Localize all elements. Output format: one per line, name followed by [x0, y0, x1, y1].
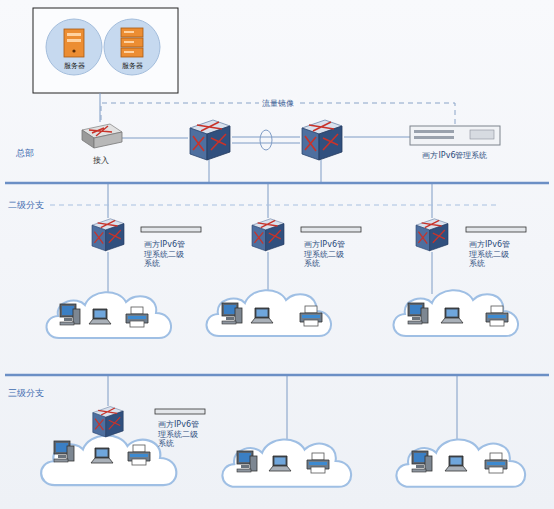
branch-appliance: 画方IPv6管理系统二级系统 [300, 225, 362, 279]
section-band [5, 182, 549, 185]
hq-appliance [410, 126, 500, 145]
wire [344, 137, 410, 138]
appliance-slot [414, 130, 454, 133]
laptop-icon [441, 308, 463, 323]
branch-appliance: 画方IPv6管理系统二级系统 [465, 225, 527, 279]
section-label: 总部 [16, 147, 34, 160]
server-bay [67, 33, 81, 36]
server-body [64, 29, 84, 57]
wire [108, 375, 109, 406]
management-appliance: 画方IPv6管理系统 [405, 124, 505, 168]
appliance-slot [414, 136, 454, 139]
printer-icon [300, 306, 322, 326]
laptop-icon [251, 308, 273, 323]
lan-cloud [222, 440, 351, 487]
server-bay [67, 39, 81, 42]
appliance-panel [470, 130, 494, 139]
server-bay [124, 41, 134, 43]
lan-cloud [393, 290, 518, 336]
section-label: 二级分支 [8, 199, 44, 212]
rack-server-icon [121, 28, 143, 57]
tertiary-appliance: 画方IPv6管理系统二级系统 [154, 407, 210, 461]
server-node: 服务器 [103, 18, 161, 76]
lan-cloud [41, 435, 176, 485]
node-label: 画方IPv6管理系统二级系统 [469, 240, 515, 269]
pc-icon [412, 451, 432, 472]
node-label: 服务器 [45, 62, 103, 70]
tertiary-switch-icon [93, 407, 123, 437]
wire [122, 138, 188, 139]
core-switch-icon [302, 120, 342, 160]
laptop-icon [91, 448, 113, 463]
node-label: 画方IPv6管理系统二级系统 [158, 420, 204, 449]
server-node: 服务器 [45, 18, 103, 76]
pc-icon [237, 451, 257, 472]
pc-icon [60, 304, 80, 325]
server-frame [33, 8, 178, 93]
wire [457, 375, 458, 442]
access-switch-icon [82, 124, 122, 148]
appliance-bar [301, 227, 361, 232]
appliance-bar [155, 409, 205, 414]
printer-icon [126, 307, 148, 327]
wire [108, 252, 109, 296]
dashed-guide [50, 205, 500, 206]
link-aggregation [260, 130, 272, 150]
server-unit [121, 28, 143, 37]
node-label: 服务器 [103, 62, 161, 70]
appliance-bar [141, 227, 201, 232]
laptop-icon [89, 309, 111, 324]
node-label: 画方IPv6管理系统二级系统 [304, 240, 350, 269]
server-unit [121, 38, 143, 47]
access-switch: 接入 [80, 120, 122, 172]
node-label: 画方IPv6管理系统 [405, 151, 505, 161]
wire [321, 160, 322, 183]
node-label: 画方IPv6管理系统二级系统 [144, 240, 190, 269]
wire [432, 252, 433, 294]
printer-icon [307, 453, 329, 473]
appliance-body [410, 126, 500, 145]
laptop-icon [269, 456, 291, 471]
wire [268, 183, 269, 218]
wire [432, 183, 433, 218]
wire [232, 137, 300, 138]
branch-switch-icon [416, 219, 448, 251]
node-label: 接入 [80, 156, 122, 166]
wire [209, 160, 210, 183]
server-bay [124, 31, 134, 33]
printer-icon [128, 445, 150, 465]
appliance-bar [466, 227, 526, 232]
section-label: 三级分支 [8, 387, 44, 400]
pc-icon [222, 303, 242, 324]
core-switch-icon [190, 120, 230, 160]
wires [100, 93, 457, 442]
wire [108, 183, 109, 218]
laptop-icon [445, 456, 467, 471]
lan-cloud [46, 292, 171, 338]
server-unit [121, 48, 143, 57]
branch-appliance: 画方IPv6管理系统二级系统 [140, 225, 202, 279]
lan-cloud [206, 290, 331, 336]
wire [287, 375, 288, 442]
server-circle-shape [104, 19, 160, 75]
pc-icon [408, 303, 428, 324]
edge-label: 流量镜像 [259, 98, 297, 109]
lan-cloud [396, 440, 525, 487]
server-bay [124, 51, 134, 53]
wire [268, 252, 269, 294]
pc-icon [54, 441, 74, 462]
tower-server-icon [64, 29, 84, 57]
section-band [5, 374, 549, 377]
server-led [72, 49, 75, 52]
printer-icon [486, 306, 508, 326]
branch-switch-icon [92, 219, 124, 251]
wire [232, 143, 300, 144]
wire [100, 93, 101, 122]
printer-icon [485, 453, 507, 473]
server-circle-shape [46, 19, 102, 75]
branch-switch-icon [252, 219, 284, 251]
